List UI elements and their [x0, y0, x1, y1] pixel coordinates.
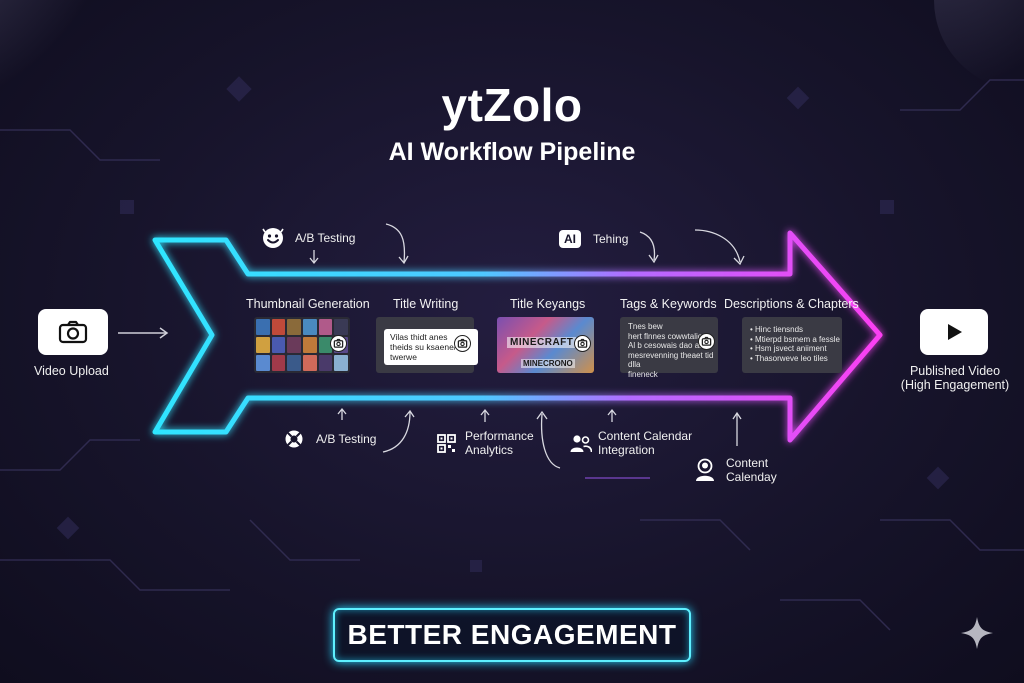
content-calendar-label-line2: Integration: [598, 443, 655, 457]
tags-line: Tnes bew: [628, 322, 663, 331]
bottom-flow-arrows: [337, 407, 742, 469]
video-upload-button[interactable]: [38, 309, 108, 355]
stage-label-thumbnail: Thumbnail Generation: [246, 297, 370, 311]
page-title: ytZolo: [441, 79, 583, 131]
smiley-icon: [262, 228, 284, 248]
lifebuoy-icon: [285, 430, 303, 448]
tags-line: fineneck: [628, 369, 658, 379]
input-connector: [118, 327, 169, 339]
pipeline-arrow: [152, 230, 883, 443]
top-ai-tehing[interactable]: AI Tehing: [559, 230, 628, 248]
corner-glow: [0, 0, 120, 120]
content-calendar-integration-label: Content Calendar Integration: [598, 429, 692, 457]
tags-line: mesrevenning theaet tid dlla: [628, 350, 714, 370]
stage-panel-descriptions[interactable]: • Hinc tiensnds • Mtierpd bsmem a fessle…: [742, 317, 842, 373]
users-icon: [570, 434, 592, 452]
stage-panel-tags[interactable]: Tnes bew hert flnnes cowwtalions Al b ce…: [620, 317, 718, 379]
top-ab-testing[interactable]: A/B Testing: [261, 226, 355, 250]
circuit-squares: [56, 76, 950, 572]
top-ai-tehing-label: Tehing: [593, 232, 629, 246]
performance-label-line1: Performance: [465, 429, 534, 443]
bottom-ab-testing-label: A/B Testing: [316, 432, 377, 446]
published-video-label-line2: (High Engagement): [900, 378, 1010, 392]
descriptions-line: • Mtierpd bsmem a fessle: [750, 334, 840, 344]
tags-text-lines: Tnes bew hert flnnes cowwtalions Al b ce…: [628, 322, 718, 380]
user-badge-icon: [696, 458, 714, 481]
stage-label-title-writing: Title Writing: [393, 297, 459, 311]
tags-line: Al b cesowais dao ans: [628, 341, 708, 351]
ai-image-badge-icon: [454, 335, 471, 352]
stage-label-title-keyangs: Title Keyangs: [510, 297, 586, 311]
descriptions-line: • Thasorweve leo tiles: [750, 353, 828, 363]
descriptions-text-lines: • Hinc tiensnds • Mtierpd bsmem a fessle…: [750, 325, 840, 363]
video-upload-label: Video Upload: [34, 364, 109, 378]
circuit-traces: [0, 79, 1024, 631]
stage-label-descriptions: Descriptions & Chapters: [724, 297, 859, 311]
bottom-content-calenday[interactable]: Content Calenday: [694, 456, 777, 484]
page-subtitle: AI Workflow Pipeline: [388, 138, 636, 166]
published-video-button[interactable]: [920, 309, 988, 355]
corner-glow: [934, 0, 1024, 90]
tags-line: hert flnnes cowwtalions: [628, 331, 711, 341]
published-video-label-line1: Published Video: [909, 364, 1001, 378]
art-text-bottom: MINECRONO: [521, 359, 575, 368]
bottom-ab-testing[interactable]: A/B Testing: [284, 429, 376, 449]
top-flow-arrows: [309, 223, 745, 266]
sparkle-icon: [961, 617, 993, 649]
published-video-label: Published Video (High Engagement): [896, 364, 1014, 392]
qr-analytics-icon: [437, 433, 456, 453]
stage-panel-thumbnail[interactable]: [254, 317, 350, 373]
content-calenday-label-line1: Content: [726, 456, 769, 470]
bottom-performance-analytics-label: Performance Analytics: [465, 429, 534, 457]
art-text-top: MINECRAFT: [507, 337, 577, 348]
thumbnail-grid: [254, 317, 350, 373]
descriptions-line: • Hsm jsvect aniiment: [750, 344, 827, 354]
content-calenday-label: Content Calenday: [726, 456, 777, 484]
ai-image-badge-icon: [574, 335, 591, 352]
better-engagement-banner[interactable]: BETTER ENGAGEMENT: [333, 608, 691, 662]
play-icon: [948, 324, 962, 340]
ai-badge-icon: AI: [559, 230, 581, 248]
ai-image-badge-icon: [330, 335, 347, 352]
bottom-performance-analytics[interactable]: Performance Analytics: [437, 429, 534, 457]
stage-panel-title-keyangs[interactable]: MINECRAFT MINECRONO: [497, 317, 594, 373]
stage-panel-title-writing[interactable]: Vilas thidt anes theids su ksaene/tow tw…: [376, 317, 478, 373]
camera-icon: [58, 320, 88, 344]
content-calendar-label-line1: Content Calendar: [598, 429, 693, 443]
bottom-content-calendar-integration[interactable]: Content Calendar Integration: [570, 429, 692, 457]
descriptions-line: • Hinc tiensnds: [750, 325, 804, 334]
content-calenday-label-line2: Calenday: [726, 470, 777, 484]
stage-label-tags: Tags & Keywords: [620, 297, 717, 311]
ai-image-badge-icon: [698, 333, 715, 350]
performance-label-line2: Analytics: [465, 443, 514, 457]
top-ab-testing-label: A/B Testing: [295, 231, 356, 245]
title-speech-bubble: Vilas thidt anes theids su ksaene/tow tw…: [384, 329, 478, 365]
